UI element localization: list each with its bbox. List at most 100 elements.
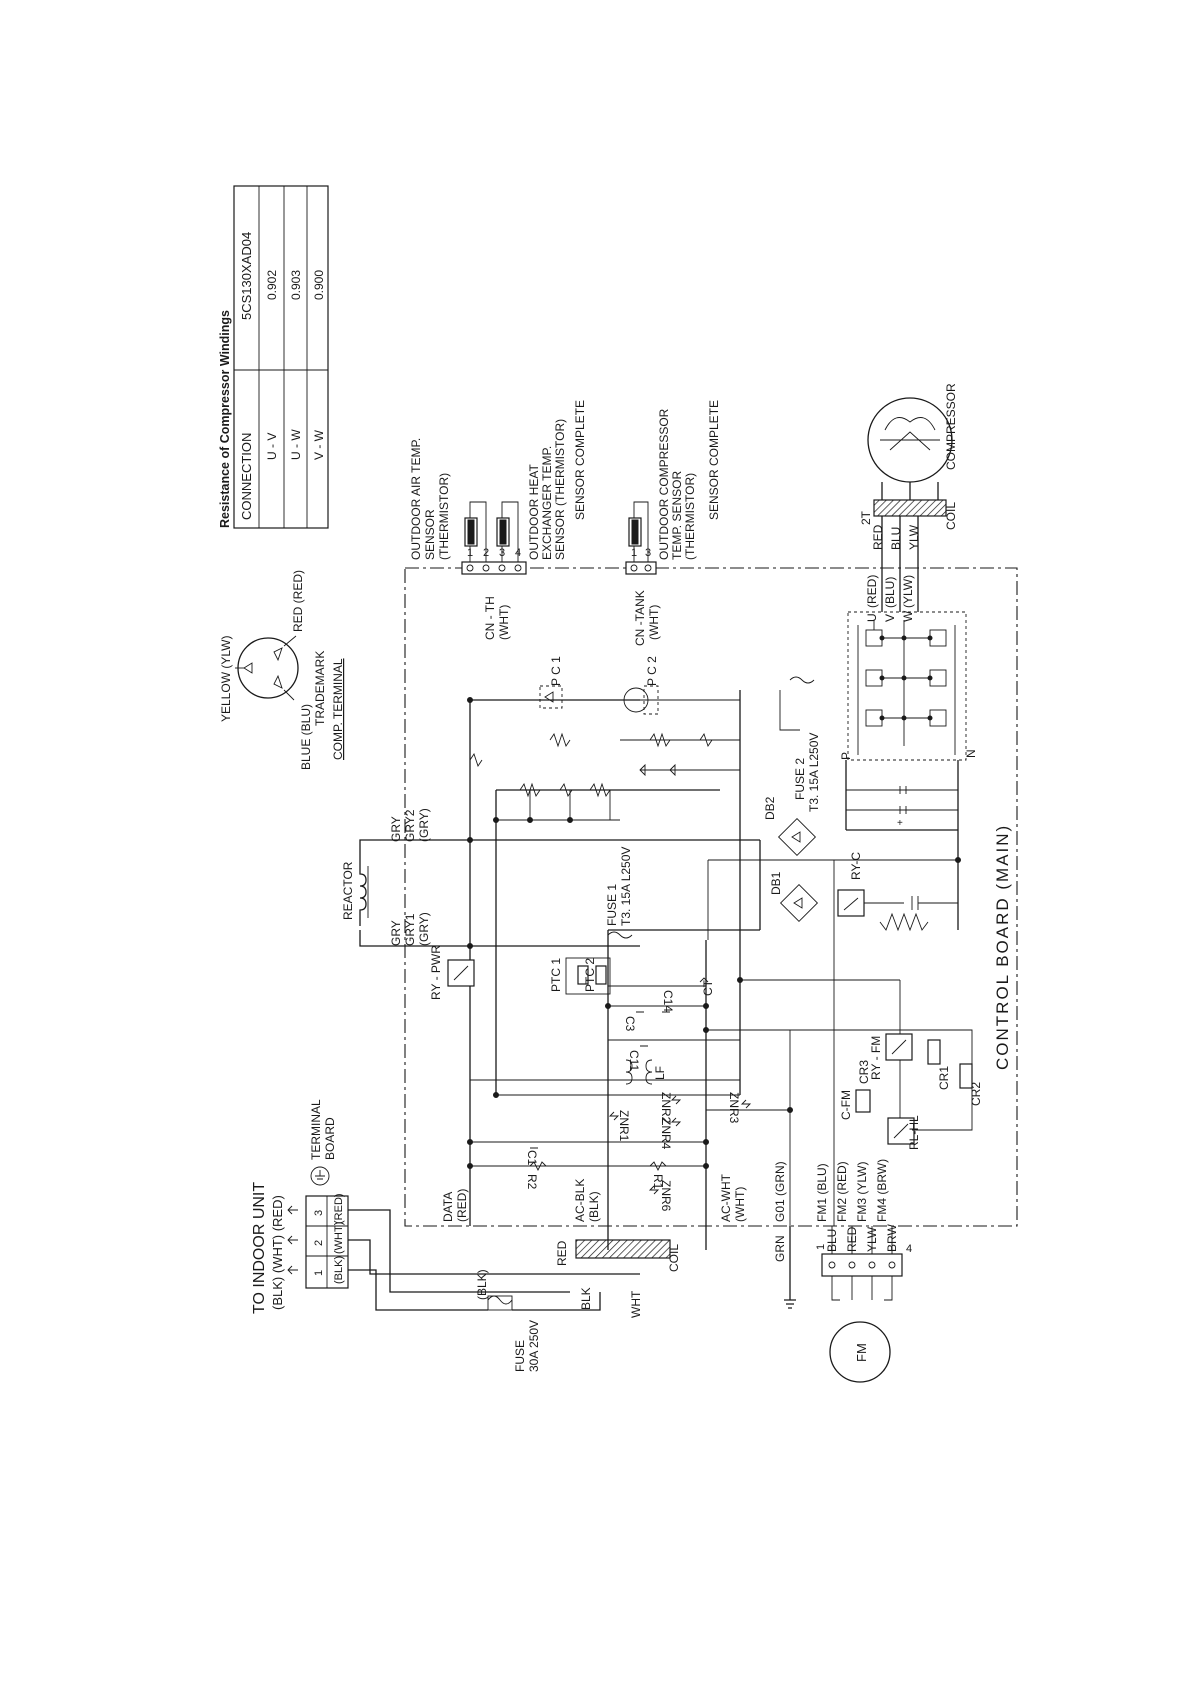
coil-input-label: COIL [667, 1244, 681, 1272]
gry-wire-1: GRY [389, 816, 403, 842]
fuse2-rating: T3. 15A L250V [807, 733, 821, 812]
znr3-label: ZNR3 [727, 1092, 741, 1124]
table-col-model: 5CS130XAD04 [239, 232, 254, 320]
pc2-label: P C 2 [645, 656, 659, 686]
input-wht-label: WHT [629, 1290, 643, 1318]
c1-label: C1 [525, 1150, 539, 1166]
fan-motor-label: FM [854, 1343, 869, 1362]
hex-sensor-label-4: SENSOR COMPLETE [573, 400, 587, 520]
reactor-label: REACTOR [341, 861, 355, 920]
comp-terminal-red: RED (RED) [291, 570, 305, 632]
control-board-title: CONTROL BOARD (MAIN) [993, 824, 1012, 1070]
gry-wire-2: GRY [389, 920, 403, 946]
phase-v-color: (BLU) [883, 577, 897, 608]
ac-blk-color: (BLK) [587, 1191, 601, 1222]
znr1-label: ZNR1 [617, 1110, 631, 1142]
pc1-label: P C 1 [549, 656, 563, 686]
tb-pin-1-color: (BLK) [333, 1256, 345, 1284]
hex-sensor-label-2: EXCHANGER TEMP. [540, 446, 554, 560]
gry2-color: (GRY) [417, 808, 431, 842]
ptc1-label: PTC 1 [549, 958, 563, 992]
comp-terminal-detail: YELLOW (YLW) RED (RED) BLUE (BLU) TRADEM… [219, 570, 345, 770]
input-red-label: RED [555, 1240, 569, 1266]
ac-blk-label: AC-BLK [573, 1179, 587, 1222]
phase-w-label: W [901, 610, 915, 622]
cn-tank-connector: 1 3 CN -TANK (WHT) [625, 501, 661, 646]
compressor: COMPRESSOR COIL 2T RED BLU YLW U (RED) V… [859, 383, 958, 622]
r2-label: R2 [525, 1174, 539, 1190]
diagram-label: + [897, 818, 903, 829]
compressor-wire-blu: BLU [889, 527, 903, 550]
resistance-table: Resistance of Compressor Windings CONNEC… [218, 185, 329, 529]
gry2-label: GRY2 [403, 809, 417, 842]
inverter-n-label: N [964, 749, 978, 758]
inverter-p-label: P [839, 752, 853, 760]
fuse1-rating: T3. 15A L250V [619, 847, 633, 926]
cn-th-connector: 1 2 3 4 CN - TH (WHT) [461, 501, 527, 640]
znr6-label: ZNR6 [659, 1180, 673, 1212]
hex-sensor-label-1: OUTDOOR HEAT [527, 464, 541, 560]
db1-bridge: DB1 [769, 871, 819, 923]
tb-pin-2-color: (WHT) [333, 1222, 345, 1254]
terminal-board-label-2: BOARD [323, 1117, 337, 1160]
table-row-3-connection: V - W [312, 429, 326, 460]
cn-tank-color: (WHT) [647, 605, 661, 640]
ac-wht-color: (WHT) [733, 1187, 747, 1222]
compressor-terminal-2t: 2T [859, 510, 873, 525]
indoor-terminal-board: 3 (RED) 2 (WHT) 1 (BLK) TERMINAL BOARD [305, 1099, 349, 1289]
fan-pin-1: 1 [815, 1244, 827, 1250]
db2-label: DB2 [763, 796, 777, 820]
data-label: DATA [441, 1192, 455, 1222]
tb-pin-3: 3 [313, 1210, 325, 1216]
fm1-label: FM1 (BLU) [815, 1163, 829, 1222]
main-fuse-label: FUSE [513, 1340, 527, 1372]
table-row-1-value: 0.902 [265, 270, 279, 300]
tb-pin-3-color: (RED) [333, 1193, 345, 1224]
phase-w-color: (YLW) [901, 575, 915, 608]
c14-label: C14 [661, 990, 675, 1012]
air-sensor-label-1: OUTDOOR AIR TEMP. [409, 438, 423, 560]
filter-caps: C3 C14 CT C11 [623, 977, 715, 1071]
comp-sensor-label-1: OUTDOOR COMPRESSOR [657, 408, 671, 560]
fan-relays: RY - FM CR3 C-FM RL-HL CR1 CR2 [839, 1029, 983, 1150]
compressor-coil-label: COIL [944, 502, 958, 530]
gry1-label: GRY1 [403, 913, 417, 946]
db1-label: DB1 [769, 871, 783, 895]
comp-terminal-title: COMP. TERMINAL [331, 658, 345, 760]
comp-terminal-trademark: TRADEMARK [313, 651, 327, 726]
table-row-3-value: 0.900 [312, 270, 326, 300]
table-row-2-connection: U - W [289, 429, 303, 460]
fm3-label: FM3 (YLW) [855, 1162, 869, 1222]
gry1-color: (GRY) [417, 912, 431, 946]
field-wiring [348, 1209, 640, 1311]
ct-label: CT [701, 979, 715, 996]
rl-hl-label: RL-HL [907, 1115, 921, 1150]
ry-c-label: RY-C [849, 852, 863, 880]
phase-v-label: V [883, 614, 897, 622]
fm4-label: FM4 (BRW) [875, 1159, 889, 1222]
fuse1: FUSE 1 T3. 15A L250V [605, 847, 633, 939]
hex-sensor-label-3: SENSOR (THERMISTOR) [553, 419, 567, 560]
ry-pwr-relay: RY - PWR [429, 945, 475, 1000]
main-fuse-rating: 30A 250V [527, 1320, 541, 1372]
control-board-outline [404, 567, 1018, 1227]
input-blk-label: BLK [579, 1287, 593, 1310]
phase-u-label: U [865, 613, 879, 622]
input-passives: C1 R2 R1 [525, 1141, 667, 1190]
varistors: ZNR1 ZNR2 ZNR4 ZNR3 ZNR6 [608, 1092, 752, 1212]
cn-tank-label: CN -TANK [633, 590, 647, 646]
reactor: REACTOR GRY GRY2 (GRY) GRY GRY1 (GRY) [341, 808, 470, 947]
ry-c-relay: RY-C [837, 852, 958, 932]
lf-line-filter: LF [625, 1059, 667, 1085]
znr4-label: ZNR4 [659, 1118, 673, 1150]
db2-bridge: DB2 [763, 796, 817, 857]
cn-th-color: (WHT) [497, 605, 511, 640]
compressor-label: COMPRESSOR [944, 383, 958, 470]
dc-bus: + [845, 760, 959, 831]
terminal-board-label: TERMINAL [309, 1099, 323, 1160]
r1-label: R1 [651, 1174, 665, 1190]
main-wiring [467, 690, 961, 1250]
compressor-terminal-block [873, 499, 947, 517]
comp-sensor-label-3: (THERMISTOR) [683, 473, 697, 560]
compressor-wire-ylw: YLW [907, 524, 921, 550]
